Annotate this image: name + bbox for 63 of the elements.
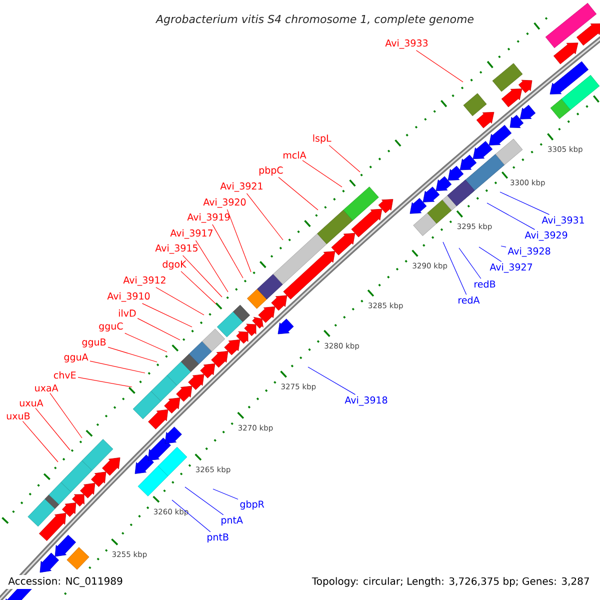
leader-line <box>156 287 204 316</box>
gene-label: pntB <box>208 534 228 542</box>
leader-line <box>137 318 180 340</box>
gene-label: gguB <box>82 338 106 348</box>
gene-label: lspL <box>313 134 332 144</box>
gene-label: gguA <box>64 354 88 362</box>
gene-label: Avi_3912 <box>123 276 166 286</box>
leader-line <box>184 486 224 516</box>
gene-label: Avi_3921 <box>220 182 262 192</box>
gene-label: Avi_3915 <box>155 244 198 254</box>
gene-label: redA <box>458 296 480 304</box>
gene-label: redB <box>474 280 496 288</box>
gene-label: Avi_3931 <box>542 216 584 226</box>
leader-line <box>226 209 252 272</box>
gene-label: gbpR <box>240 500 264 510</box>
leader-line <box>182 255 222 298</box>
leader-line <box>500 246 506 248</box>
gene-label: dgoK <box>162 260 186 270</box>
leader-line <box>246 193 284 240</box>
gene-label: Avi_3920 <box>203 198 246 208</box>
leader-line <box>50 392 82 438</box>
leader-line <box>124 332 168 352</box>
title: Agrobacterium vitis S4 chromosome 1, complete genome <box>155 14 474 26</box>
leader-line <box>142 303 192 328</box>
gene-label: Avi_3919 <box>187 213 230 223</box>
gene-label: Avi_3933 <box>385 39 428 49</box>
leader-line <box>90 360 146 374</box>
leader-line <box>500 192 550 215</box>
genome-info-text: Topology: circular; Length: 3,726,375 bp; Genes: 3,287 <box>310 575 592 589</box>
leader-line <box>180 271 216 304</box>
leader-line <box>486 202 536 230</box>
gene-label: uxuA <box>20 399 44 407</box>
gene-label: gguC <box>99 322 123 332</box>
gene-label: uxaA <box>35 384 58 392</box>
gene-label: Avi_3927 <box>490 263 532 273</box>
gene-label: pntA <box>222 516 243 526</box>
leader-line <box>416 50 464 82</box>
leader-line <box>212 224 244 278</box>
accession-text: Accession: NC_011989 <box>6 575 125 589</box>
leader-line <box>458 248 482 279</box>
gene-label: Avi_3928 <box>508 247 550 257</box>
gene-label: Avi_3910 <box>107 292 150 302</box>
gene-label: Avi_3918 <box>344 396 388 406</box>
leader-line <box>308 366 356 395</box>
leader-line <box>22 420 58 462</box>
leader-line <box>35 408 70 450</box>
leader-line <box>278 176 318 210</box>
leader-line <box>442 242 467 295</box>
gene-label: pbpC <box>259 166 283 176</box>
gene-label: ilvD <box>118 309 136 317</box>
gene-label: Avi_3917 <box>170 229 212 239</box>
leader-line <box>212 488 238 500</box>
leader-line <box>478 246 502 262</box>
leader-line <box>172 500 211 532</box>
leader-line <box>108 346 158 362</box>
gene-label: chvE <box>54 371 76 379</box>
leader-line <box>195 240 228 292</box>
gene-label: mclA <box>284 151 306 159</box>
leader-line <box>328 144 360 172</box>
leader-line <box>302 160 342 188</box>
gene-label: uxuB <box>6 412 30 420</box>
gene-label: Avi_3929 <box>524 231 568 241</box>
leader-line <box>78 377 132 388</box>
